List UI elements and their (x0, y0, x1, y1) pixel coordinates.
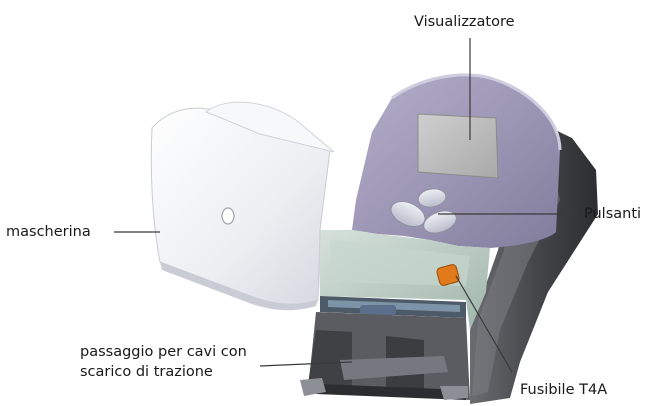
leader-lines (114, 38, 578, 373)
buttons-cluster (390, 188, 457, 234)
label-fuse: Fusibile T4A (520, 382, 608, 398)
faceplate-rim (391, 73, 562, 151)
leader-cable (259, 361, 353, 367)
label-cable-passage: passaggio per cavi con scarico di trazio… (80, 342, 247, 382)
leader-fuse (455, 275, 513, 373)
cover-screw-hole (221, 207, 235, 225)
label-cable-passage-line2: scarico di trazione (80, 364, 213, 380)
cover (150, 101, 335, 311)
label-cover: mascherina (6, 224, 91, 240)
terminal-strip (320, 296, 466, 318)
pcb-highlight (330, 240, 470, 286)
cover-bottom-edge (160, 262, 318, 311)
cover-top-notch (204, 101, 335, 153)
cable-entry (300, 312, 470, 400)
housing-side-dark (470, 118, 598, 404)
fuse (436, 264, 460, 286)
label-buttons: Pulsanti (584, 206, 642, 222)
housing (300, 73, 598, 404)
label-display: Visualizzatore (414, 14, 515, 30)
label-cable-passage-line1: passaggio per cavi con (80, 344, 247, 360)
display-window (417, 113, 499, 179)
button-right (423, 210, 457, 234)
button-center (417, 188, 447, 208)
